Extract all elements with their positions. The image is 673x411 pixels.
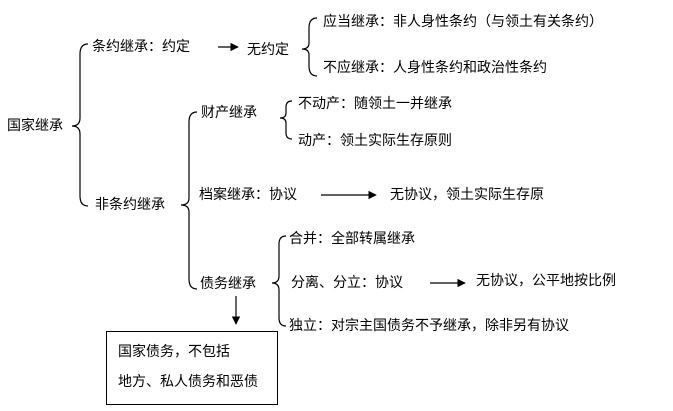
property-brace <box>279 100 293 140</box>
merger-label: 合并：全部转属继承 <box>289 231 415 247</box>
separation-no-agreement-label: 无协议，公平地按比例 <box>476 273 616 289</box>
treaty-brace <box>301 17 318 77</box>
non-treaty-brace <box>180 111 198 290</box>
separation-label: 分离、分立：协议 <box>291 275 403 291</box>
archives-no-agreement-label: 无协议，领土实际生存原 <box>390 187 544 203</box>
root-brace <box>71 43 89 207</box>
treaty-no-agreement-label: 无约定 <box>247 42 289 58</box>
independence-label: 独立：对宗主国债务不予继承，除非另有协议 <box>289 318 569 334</box>
debts-brace <box>271 235 287 327</box>
debts-inheritance-label: 债务继承 <box>200 276 256 292</box>
state-debt-note-box <box>106 331 278 405</box>
immovable-property-label: 不动产：随领土一并继承 <box>298 96 452 112</box>
should-not-inherit-label: 不应继承：人身性条约和政治性条约 <box>323 60 547 76</box>
movable-property-label: 动产：领土实际生存原则 <box>298 133 452 149</box>
note-line-2: 地方、私人债务和恶债 <box>118 374 258 390</box>
treaty-inheritance-label: 条约继承：约定 <box>92 39 190 55</box>
root-label: 国家继承 <box>7 118 63 134</box>
non-treaty-inheritance-label: 非条约继承 <box>95 197 165 213</box>
archives-inheritance-label: 档案继承：协议 <box>199 187 297 203</box>
property-inheritance-label: 财产继承 <box>201 105 257 121</box>
should-inherit-label: 应当继承：非人身性条约（与领土有关条约） <box>323 14 603 30</box>
note-line-1: 国家债务，不包括 <box>118 344 230 360</box>
